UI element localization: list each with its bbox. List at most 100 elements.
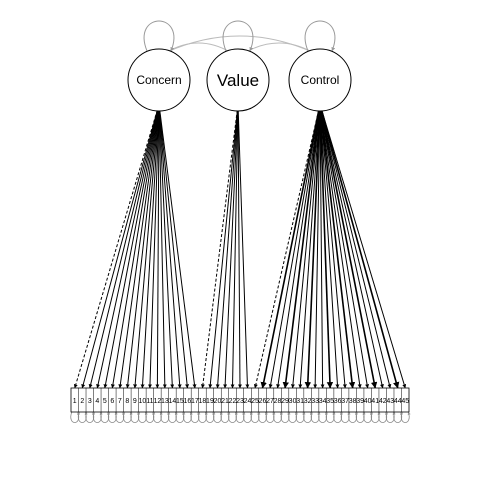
loading-path-concern-item-14 xyxy=(158,109,175,389)
residual-loop-item-41 xyxy=(370,411,381,423)
indicator-label-39: 39 xyxy=(356,398,364,405)
indicator-label-16: 16 xyxy=(184,398,192,405)
residual-loop-item-17 xyxy=(190,411,201,423)
latent-label-concern: Concern xyxy=(136,73,181,87)
residual-loop-item-1 xyxy=(70,411,81,423)
indicator-label-21: 21 xyxy=(221,398,229,405)
loading-path-control-item-40 xyxy=(320,109,370,389)
residual-loop-item-32 xyxy=(303,411,314,423)
indicator-label-40: 40 xyxy=(364,398,372,405)
loading-path-concern-item-5 xyxy=(103,109,159,389)
loading-path-control-item-35 xyxy=(319,109,334,389)
residual-loop-item-18 xyxy=(198,411,208,423)
indicator-label-43: 43 xyxy=(386,398,394,405)
loading-path-concern-item-11 xyxy=(147,109,160,389)
indicator-label-13: 13 xyxy=(161,398,169,405)
loading-path-concern-item-15 xyxy=(158,109,182,389)
residual-loop-item-33 xyxy=(310,411,321,423)
residual-loop-item-15 xyxy=(175,411,186,423)
indicator-label-34: 34 xyxy=(319,398,327,405)
loading-path-value-item-23 xyxy=(237,109,242,389)
indicator-row-frame xyxy=(70,387,410,413)
indicator-label-12: 12 xyxy=(153,398,161,405)
indicator-label-23: 23 xyxy=(236,398,244,405)
loading-path-concern-item-6 xyxy=(110,109,159,389)
residual-loop-item-28 xyxy=(273,411,284,423)
residual-loop-item-42 xyxy=(378,411,389,423)
indicator-label-7: 7 xyxy=(118,398,122,405)
indicator-label-30: 30 xyxy=(289,398,297,405)
residual-loop-item-13 xyxy=(160,411,171,423)
latent-node-value xyxy=(206,48,270,112)
indicator-label-10: 10 xyxy=(138,398,146,405)
indicator-label-33: 33 xyxy=(311,398,319,405)
loading-path-control-item-33 xyxy=(313,109,321,389)
loading-path-control-item-42 xyxy=(320,109,384,389)
residual-loop-item-22 xyxy=(228,411,238,423)
indicator-label-11: 11 xyxy=(146,398,153,405)
loading-path-value-item-22 xyxy=(230,109,239,389)
indicator-label-1: 1 xyxy=(73,398,77,405)
residual-loop-item-37 xyxy=(340,411,351,423)
loading-path-concern-item-8 xyxy=(125,109,159,389)
indicator-label-31: 31 xyxy=(296,398,304,405)
loading-path-value-item-19 xyxy=(208,109,238,389)
indicator-label-28: 28 xyxy=(274,398,282,405)
loading-path-control-item-44 xyxy=(320,109,400,389)
indicator-label-24: 24 xyxy=(244,398,252,405)
indicator-label-44: 44 xyxy=(394,398,402,405)
residual-loop-item-29 xyxy=(280,411,291,423)
residual-loop-item-2 xyxy=(77,411,88,423)
indicator-label-9: 9 xyxy=(133,398,137,405)
loading-path-value-item-21 xyxy=(223,109,239,389)
loading-path-control-item-32 xyxy=(304,109,321,389)
covariance-value-control xyxy=(245,42,313,53)
loading-path-concern-item-9 xyxy=(133,109,160,389)
loading-path-control-item-26 xyxy=(260,109,320,389)
loading-path-concern-item-12 xyxy=(155,109,160,389)
residual-loop-item-21 xyxy=(220,411,231,423)
variance-loop-value xyxy=(222,20,254,52)
loading-path-control-item-25 xyxy=(253,109,320,389)
loading-path-concern-item-2 xyxy=(81,109,158,389)
indicator-label-15: 15 xyxy=(176,398,184,405)
indicator-label-2: 2 xyxy=(80,398,84,405)
residual-loop-item-38 xyxy=(348,411,359,423)
loading-path-concern-item-13 xyxy=(158,109,167,389)
residual-loop-item-43 xyxy=(385,411,396,423)
residual-loop-item-45 xyxy=(400,411,411,423)
indicator-label-29: 29 xyxy=(281,398,289,405)
covariance-concern-value xyxy=(166,42,231,53)
residual-loop-item-3 xyxy=(85,411,96,423)
latent-node-concern xyxy=(127,48,191,112)
residual-loop-item-4 xyxy=(92,411,103,423)
indicator-label-3: 3 xyxy=(88,398,92,405)
indicator-label-45: 45 xyxy=(401,398,409,405)
indicator-label-6: 6 xyxy=(110,398,114,405)
indicator-label-14: 14 xyxy=(169,398,177,405)
loading-path-control-item-28 xyxy=(276,109,320,389)
indicator-label-41: 41 xyxy=(371,398,379,405)
residual-loop-item-8 xyxy=(122,411,133,423)
residual-loop-item-19 xyxy=(205,411,216,423)
loading-path-concern-item-1 xyxy=(73,109,158,389)
residual-loop-item-12 xyxy=(153,411,163,423)
loading-path-concern-item-4 xyxy=(96,109,159,389)
residual-loop-item-26 xyxy=(258,411,269,423)
indicator-label-27: 27 xyxy=(266,398,274,405)
latent-node-control xyxy=(288,48,352,112)
indicator-label-5: 5 xyxy=(103,398,107,405)
loading-path-control-item-39 xyxy=(320,109,362,389)
residual-loop-item-14 xyxy=(168,411,178,423)
loading-path-control-item-29 xyxy=(282,109,321,389)
residual-loop-item-10 xyxy=(137,411,148,423)
covariance-arcs xyxy=(143,20,336,53)
loading-path-control-item-45 xyxy=(321,109,407,389)
residual-loop-item-30 xyxy=(288,411,299,423)
loading-path-concern-item-17 xyxy=(159,109,197,389)
indicator-label-32: 32 xyxy=(304,398,312,405)
latent-label-control: Control xyxy=(301,73,340,87)
latent-label-value: Value xyxy=(217,71,259,90)
indicator-label-17: 17 xyxy=(191,398,199,405)
